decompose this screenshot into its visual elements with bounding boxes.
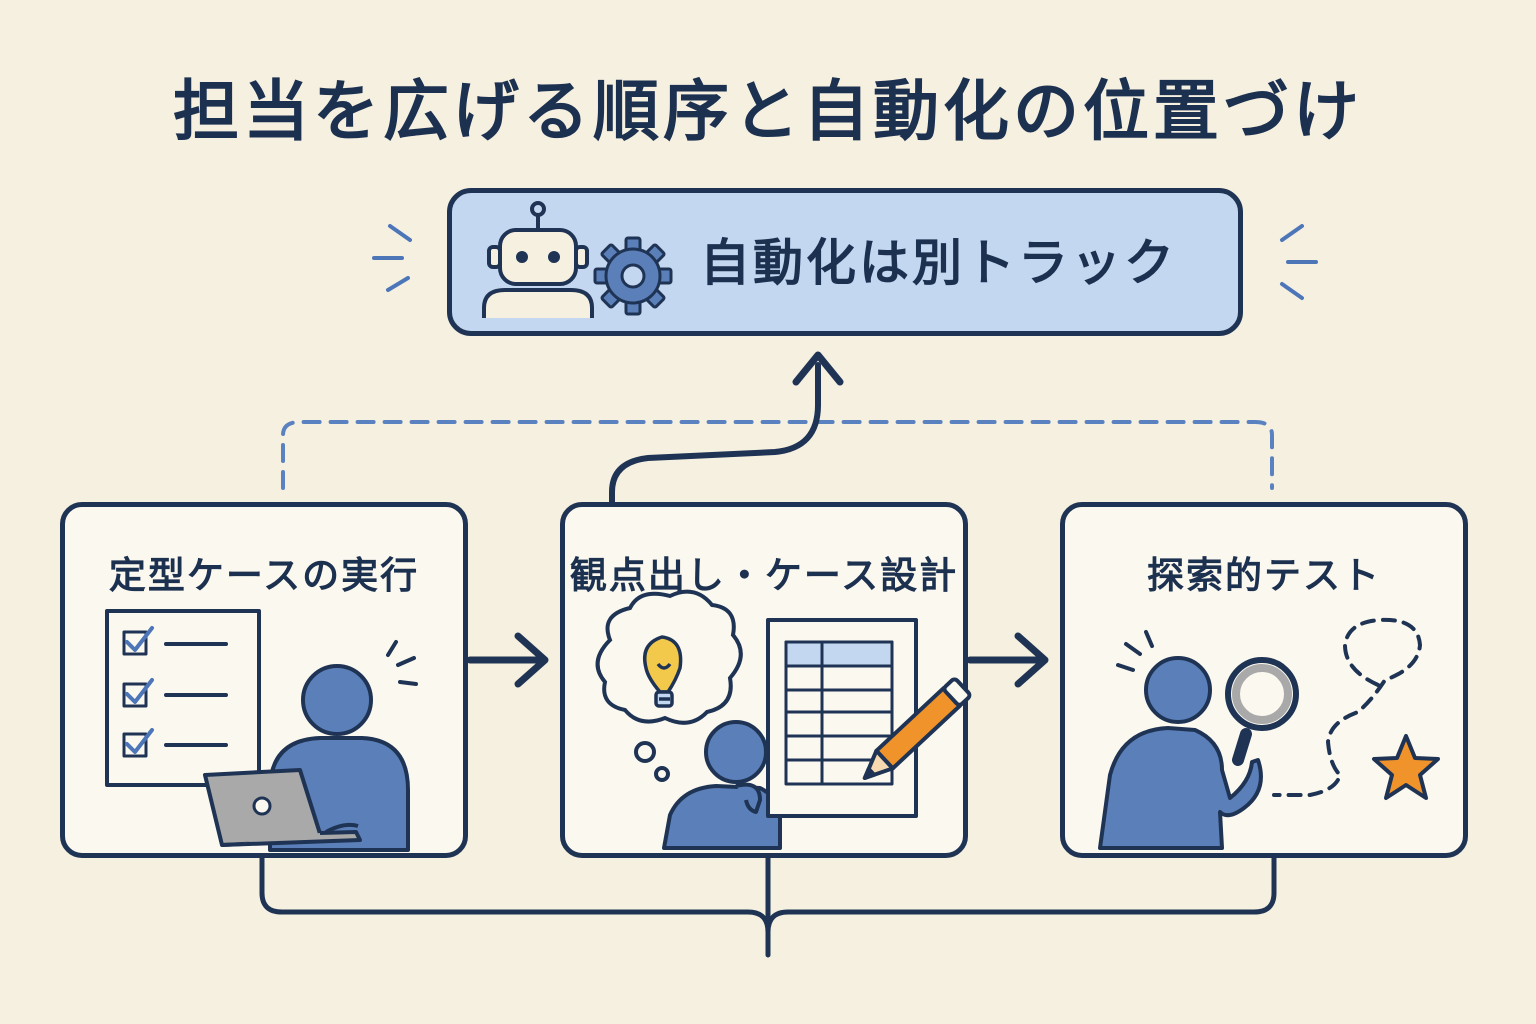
- checklist-icon: [105, 609, 261, 787]
- gear-icon: [593, 236, 673, 316]
- exploration-path: [1272, 617, 1423, 797]
- robot-icon: [482, 201, 594, 318]
- lightbulb-icon: [643, 635, 683, 708]
- motion-lines: [1116, 630, 1154, 672]
- sparkle-left: [372, 224, 412, 292]
- step-label: 探索的テスト: [1147, 554, 1381, 597]
- page-title: 担当を広げる順序と自動化の位置づけ: [173, 73, 1363, 150]
- step-label: 定型ケースの実行: [108, 554, 420, 597]
- star-icon: [1372, 734, 1440, 800]
- person-icon: [1098, 656, 1263, 850]
- bottom-brace-line: [259, 855, 1277, 958]
- sparkle-right: [1280, 224, 1318, 300]
- arrow-up-icon: [609, 362, 821, 505]
- automation-track-label: 自動化は別トラック: [700, 234, 1177, 292]
- table-sheet-icon: [766, 618, 918, 818]
- arrow-right-icon: [466, 632, 549, 688]
- pencil-icon: [862, 677, 972, 781]
- person-icon: [662, 720, 782, 850]
- laptop-icon: [203, 768, 362, 847]
- motion-lines: [386, 640, 418, 686]
- dashed-link-line: [281, 420, 1274, 490]
- arrow-right-icon: [966, 632, 1049, 688]
- step-label: 観点出し・ケース設計: [569, 554, 959, 597]
- magnifier-icon: [1225, 657, 1299, 766]
